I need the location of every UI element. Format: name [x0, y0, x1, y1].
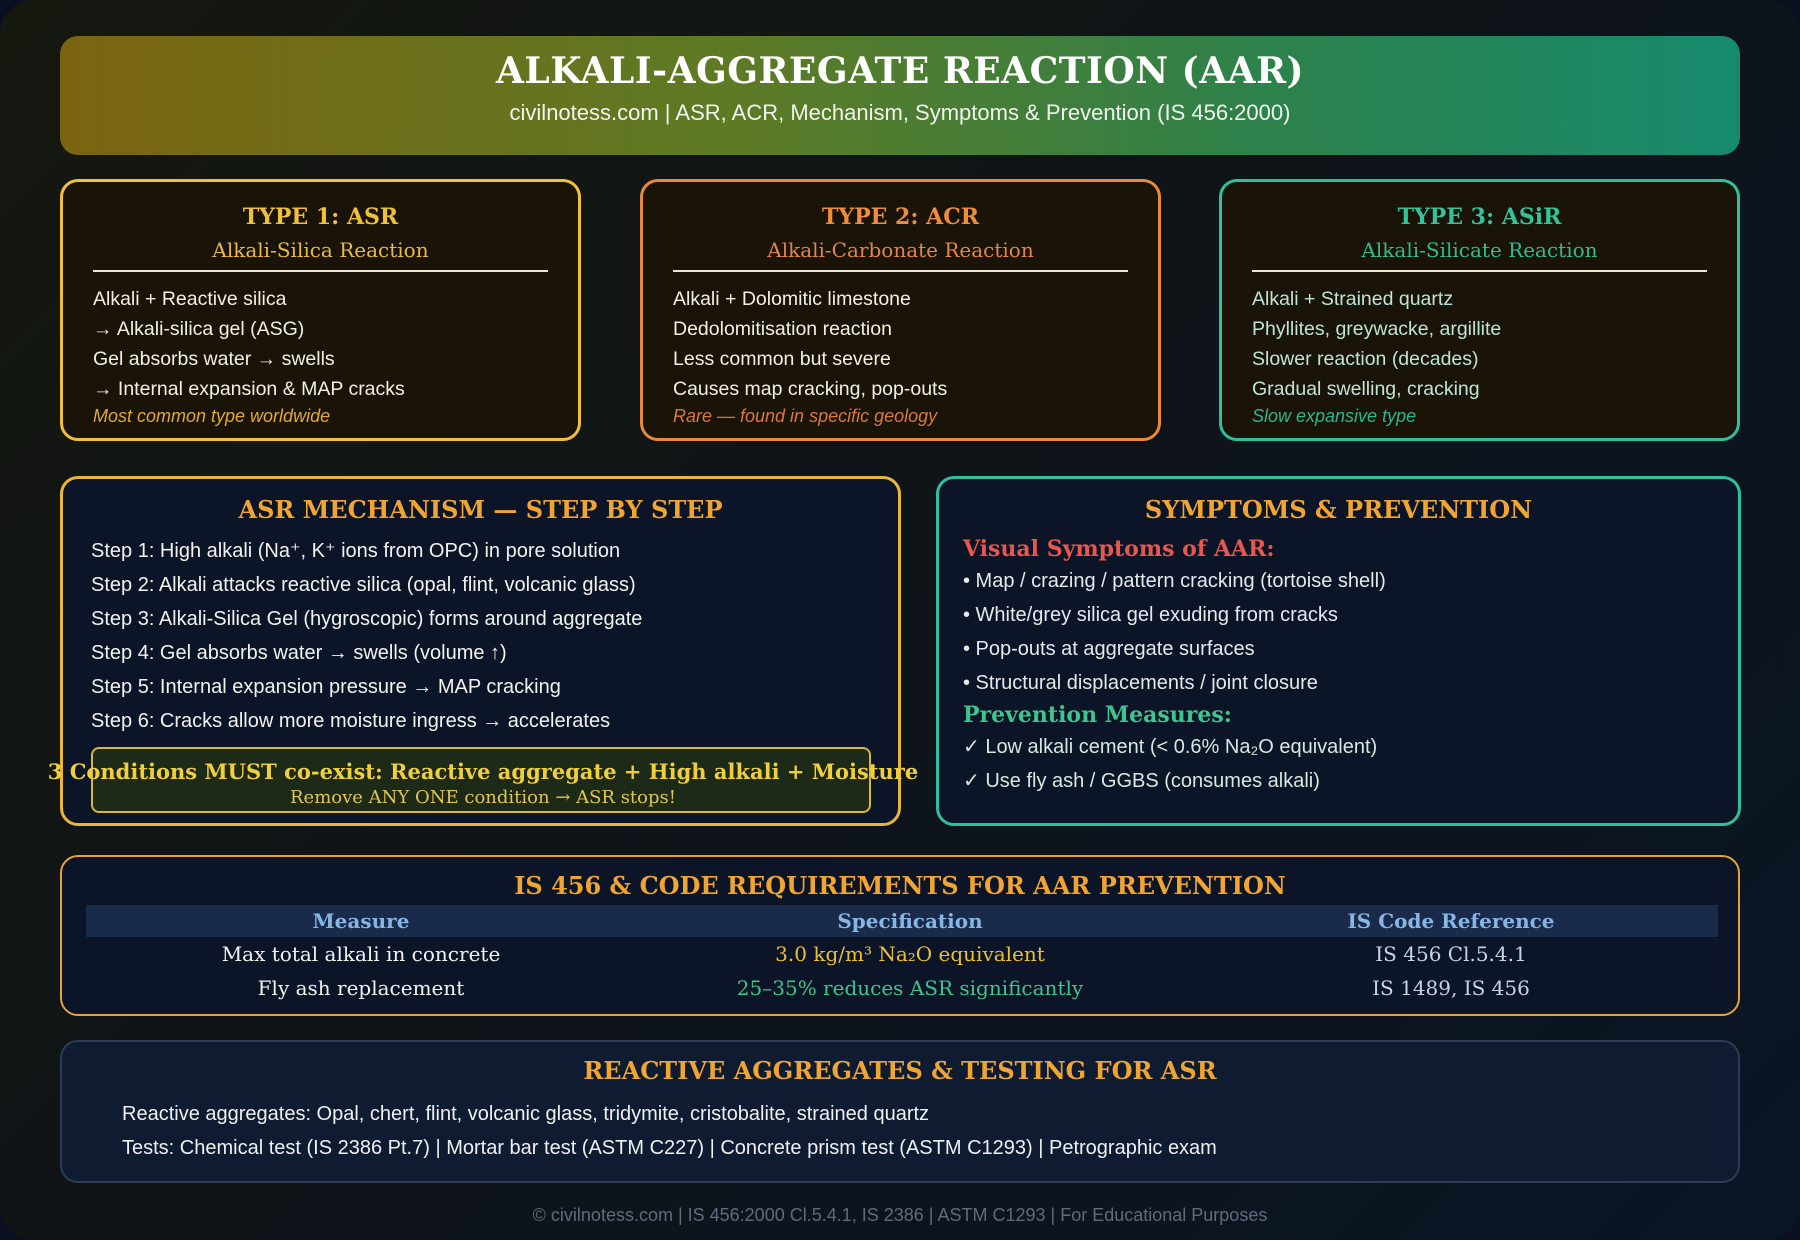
prevention-item: ✓ Low alkali cement (< 0.6% Na₂O equival… [963, 736, 1378, 758]
type-card-note: Slow expansive type [1252, 406, 1417, 426]
table-row: Fly ash replacement 25–35% reduces ASR s… [86, 971, 1718, 1005]
aggregates-title: REACTIVE AGGREGATES & TESTING FOR ASR [583, 1056, 1217, 1085]
aggregates-panel: REACTIVE AGGREGATES & TESTING FOR ASR Re… [60, 1040, 1740, 1183]
requirements-title: IS 456 & CODE REQUIREMENTS FOR AAR PREVE… [514, 871, 1286, 900]
type-card-asr: TYPE 1: ASR Alkali-Silica Reaction Alkal… [60, 179, 581, 441]
table-row: Max total alkali in concrete 3.0 kg/m³ N… [86, 937, 1718, 971]
type-card-line: Gradual swelling, cracking [1252, 378, 1480, 400]
type-card-note: Rare — found in specific geology [673, 406, 938, 426]
type-card-asir: TYPE 3: ASiR Alkali-Silicate Reaction Al… [1219, 179, 1740, 441]
symptom-item: • White/grey silica gel exuding from cra… [963, 604, 1338, 626]
prevention-list: ✓ Low alkali cement (< 0.6% Na₂O equival… [963, 730, 1738, 798]
column-header: Measure [86, 905, 636, 937]
symptom-item: • Structural displacements / joint closu… [963, 672, 1318, 694]
mechanism-step: Step 1: High alkali (Na⁺, K⁺ ions from O… [91, 540, 621, 562]
mechanism-step: Step 4: Gel absorbs water → swells (volu… [91, 642, 507, 664]
requirements-table: Measure Specification IS Code Reference … [86, 905, 1718, 1005]
symptoms-panel: SYMPTOMS & PREVENTION Visual Symptoms of… [936, 476, 1741, 826]
conditions-text: 3 Conditions MUST co-exist: Reactive agg… [47, 759, 919, 784]
table-header-row: Measure Specification IS Code Reference [86, 905, 1718, 937]
conditions-subtext: Remove ANY ONE condition → ASR stops! [289, 787, 676, 808]
symptoms-title: SYMPTOMS & PREVENTION [1144, 495, 1533, 524]
type-card-subtitle: Alkali-Silica Reaction [93, 238, 548, 272]
mechanism-step: Step 6: Cracks allow more moisture ingre… [91, 710, 611, 732]
type-card-lines: Alkali + Reactive silica → Alkali-silica… [93, 284, 548, 404]
type-card-line: Causes map cracking, pop-outs [673, 378, 948, 400]
type-card-line: → Alkali-silica gel (ASG) [93, 318, 305, 340]
type-card-subtitle: Alkali-Silicate Reaction [1252, 238, 1707, 272]
mechanism-steps: Step 1: High alkali (Na⁺, K⁺ ions from O… [63, 534, 898, 738]
type-card-line: Phyllites, greywacke, argillite [1252, 318, 1502, 340]
aggregates-tests: Tests: Chemical test (IS 2386 Pt.7) | Mo… [122, 1137, 1217, 1159]
mechanism-title: ASR MECHANISM — STEP BY STEP [238, 495, 723, 524]
symptom-item: • Pop-outs at aggregate surfaces [963, 638, 1255, 660]
type-card-line: Slower reaction (decades) [1252, 348, 1479, 370]
type-card-line: Less common but severe [673, 348, 891, 370]
type-card-line: Alkali + Dolomitic limestone [673, 288, 911, 310]
type-card-line: Alkali + Reactive silica [93, 288, 287, 310]
table-cell: 25–35% reduces ASR significantly [736, 976, 1084, 1000]
visual-symptoms-list: • Map / crazing / pattern cracking (tort… [963, 564, 1738, 700]
mechanism-step: Step 3: Alkali-Silica Gel (hygroscopic) … [91, 608, 643, 630]
conditions-callout: 3 Conditions MUST co-exist: Reactive agg… [48, 747, 918, 813]
mechanism-step: Step 2: Alkali attacks reactive silica (… [91, 574, 636, 596]
type-card-title: TYPE 2: ACR [822, 204, 979, 230]
table-cell: IS 1489, IS 456 [1372, 976, 1530, 1000]
type-card-title: TYPE 3: ASiR [1397, 204, 1562, 230]
type-card-acr: TYPE 2: ACR Alkali-Carbonate Reaction Al… [640, 179, 1161, 441]
prevention-heading: Prevention Measures: [963, 702, 1232, 728]
column-header: Specification [636, 905, 1184, 937]
column-header: IS Code Reference [1184, 905, 1718, 937]
type-card-note: Most common type worldwide [93, 406, 331, 426]
table-cell: Max total alkali in concrete [221, 942, 501, 966]
type-card-line: Dedolomitisation reaction [673, 318, 892, 340]
table-cell: IS 456 Cl.5.4.1 [1375, 942, 1527, 966]
type-card-lines: Alkali + Strained quartz Phyllites, grey… [1252, 284, 1707, 404]
mechanism-panel: ASR MECHANISM — STEP BY STEP Step 1: Hig… [48, 476, 918, 826]
type-card-subtitle: Alkali-Carbonate Reaction [673, 238, 1128, 272]
table-cell: Fly ash replacement [257, 976, 465, 1000]
type-card-line: Alkali + Strained quartz [1252, 288, 1454, 310]
aggregates-list: Reactive aggregates: Opal, chert, flint,… [122, 1103, 930, 1125]
table-cell: 3.0 kg/m³ Na₂O equivalent [775, 942, 1045, 966]
symptom-item: • Map / crazing / pattern cracking (tort… [963, 570, 1386, 592]
requirements-panel: IS 456 & CODE REQUIREMENTS FOR AAR PREVE… [60, 855, 1740, 1016]
type-card-title: TYPE 1: ASR [242, 204, 399, 230]
mechanism-step: Step 5: Internal expansion pressure → MA… [91, 676, 561, 698]
type-card-lines: Alkali + Dolomitic limestone Dedolomitis… [673, 284, 1128, 404]
page-title: ALKALI-AGGREGATE REACTION (AAR) [495, 50, 1305, 92]
page-subtitle: civilnotess.com | ASR, ACR, Mechanism, S… [509, 100, 1291, 125]
footer-text: © civilnotess.com | IS 456:2000 Cl.5.4.1… [532, 1205, 1268, 1225]
visual-symptoms-heading: Visual Symptoms of AAR: [963, 536, 1275, 562]
header-banner: ALKALI-AGGREGATE REACTION (AAR) civilnot… [60, 36, 1740, 155]
type-card-line: Gel absorbs water → swells [93, 348, 335, 370]
type-card-line: → Internal expansion & MAP cracks [93, 378, 405, 400]
prevention-item: ✓ Use fly ash / GGBS (consumes alkali) [963, 770, 1320, 792]
